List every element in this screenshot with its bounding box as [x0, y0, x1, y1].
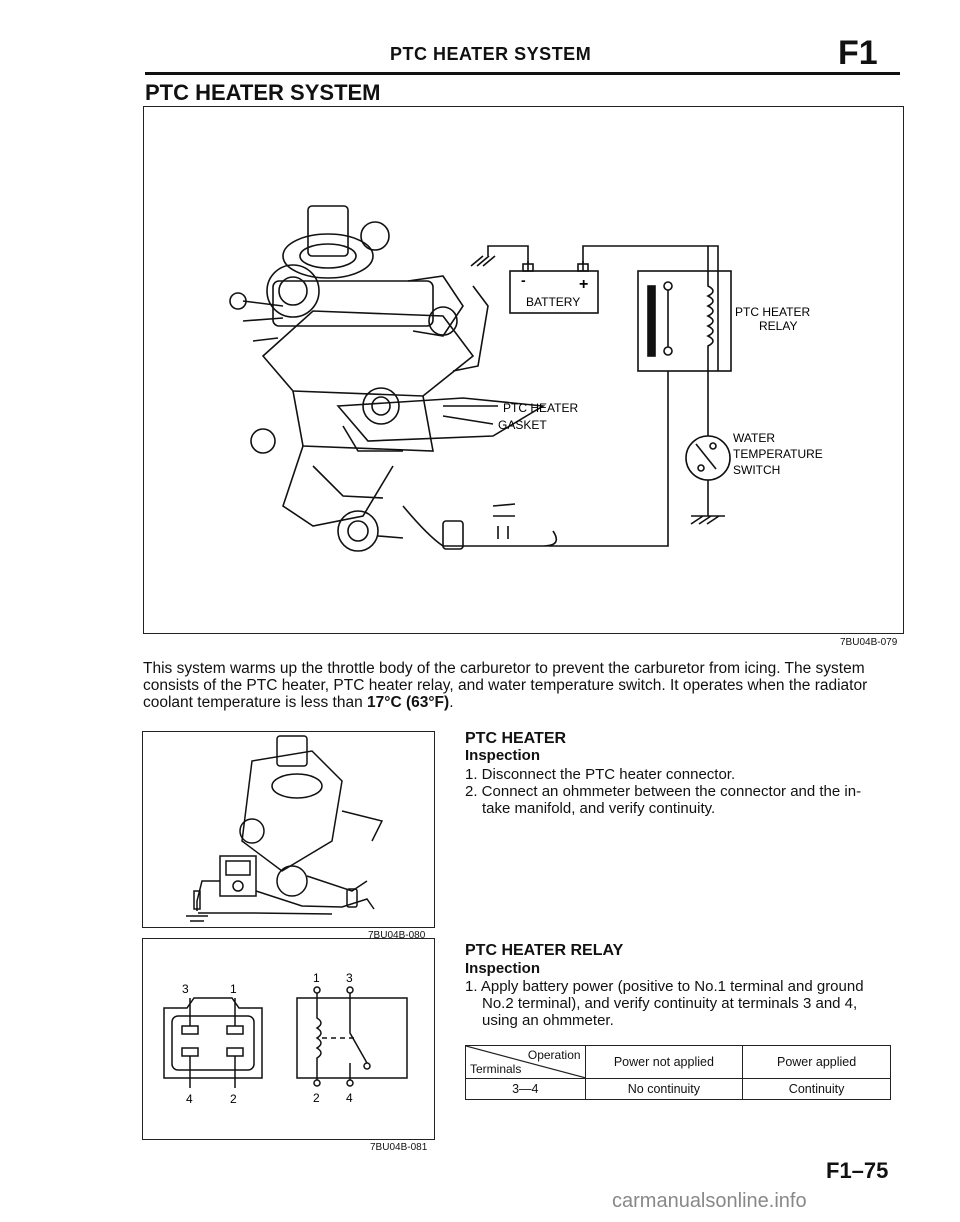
connector-terminal-2: 2	[230, 1092, 237, 1106]
relay-connector-outline	[163, 997, 263, 1079]
table-header-not-applied: Power not applied	[584, 1045, 744, 1079]
relay-step-1-cont-a: No.2 terminal), and verify continuity at…	[482, 995, 858, 1012]
table-corner-operation: Operation	[527, 1048, 581, 1062]
relay-step-1: 1. Apply battery power (positive to No.1…	[465, 978, 864, 995]
connector-terminal-3: 3	[182, 982, 189, 996]
main-figure-code: 7BU04B-079	[840, 637, 898, 648]
relay-symbol	[637, 270, 732, 372]
switch-label-line2: TEMPERATURE	[733, 447, 823, 461]
header-rule	[145, 72, 900, 75]
table-header-applied: Power applied	[742, 1045, 891, 1079]
relay-title: PTC HEATER RELAY	[465, 942, 624, 959]
heater-inspection-diagram	[186, 735, 384, 922]
gasket-label: GASKET	[498, 418, 547, 432]
battery-symbol	[509, 270, 599, 314]
table-row-not-applied: No continuity	[584, 1078, 744, 1100]
main-figure-diagram: - + BATTERY PTC HEATER RELAY PTC HEATER …	[229, 205, 823, 552]
heater-step-1: 1. Disconnect the PTC heater connector.	[465, 766, 736, 783]
carburetor-illustration	[229, 205, 558, 552]
relay-step-1-cont-b: using an ohmmeter.	[482, 1012, 614, 1029]
heater-gasket-plate	[336, 397, 546, 442]
intro-paragraph: This system warms up the throttle body o…	[143, 660, 903, 711]
heater-subtitle: Inspection	[465, 747, 541, 764]
table-corner-cell: Operation Terminals	[465, 1045, 586, 1079]
page-number: F1–75	[826, 1158, 889, 1183]
watermark-text: carmanualsonline.info	[612, 1190, 807, 1212]
intro-temperature: 17°C (63°F)	[367, 694, 450, 711]
schematic-terminal-3: 3	[346, 971, 353, 985]
heater-figure-frame	[142, 731, 435, 928]
heater-title: PTC HEATER	[465, 730, 567, 747]
relay-label-line1: PTC HEATER	[735, 305, 810, 319]
relay-schematic-box	[296, 997, 408, 1079]
switch-label-line3: SWITCH	[733, 463, 780, 477]
header-title: PTC HEATER SYSTEM	[390, 44, 592, 64]
relay-figure-code: 7BU04B-081	[370, 1142, 428, 1153]
table-row: 3—4 No continuity Continuity	[465, 1078, 891, 1100]
heater-figure-code: 7BU04B-080	[368, 930, 426, 941]
relay-continuity-table: Operation Terminals Power not applied Po…	[465, 1045, 891, 1100]
ohmmeter-icon	[219, 855, 257, 897]
schematic-terminal-4: 4	[346, 1091, 353, 1105]
heater-step-2-cont: take manifold, and verify continuity.	[482, 800, 716, 817]
relay-connector-diagram: 3 1 4 2 1 3 2 4	[163, 971, 408, 1106]
relay-figure-frame	[142, 938, 435, 1140]
relay-subtitle: Inspection	[465, 960, 541, 977]
connector-terminal-4: 4	[186, 1092, 193, 1106]
table-row-applied: Continuity	[742, 1078, 891, 1100]
relay-label-line2: RELAY	[759, 319, 797, 333]
battery-minus: -	[521, 272, 526, 288]
intro-text: This system warms up the throttle body o…	[143, 660, 868, 711]
schematic-terminal-1: 1	[313, 971, 320, 985]
section-title: PTC HEATER SYSTEM	[145, 80, 381, 105]
table-corner-terminals: Terminals	[470, 1062, 522, 1076]
battery-label: BATTERY	[526, 295, 580, 309]
connector-terminal-1: 1	[230, 982, 237, 996]
battery-plus: +	[579, 276, 588, 293]
main-figure-frame	[143, 106, 904, 634]
table-corner-diagonal	[466, 1046, 586, 1078]
schematic-terminal-2: 2	[313, 1091, 320, 1105]
heater-label: PTC HEATER	[503, 401, 578, 415]
section-code: F1	[838, 34, 878, 72]
table-row-terminals: 3—4	[465, 1078, 586, 1100]
switch-label-line1: WATER	[733, 431, 775, 445]
intro-end: .	[449, 694, 454, 711]
heater-step-2: 2. Connect an ohmmeter between the conne…	[465, 783, 862, 800]
